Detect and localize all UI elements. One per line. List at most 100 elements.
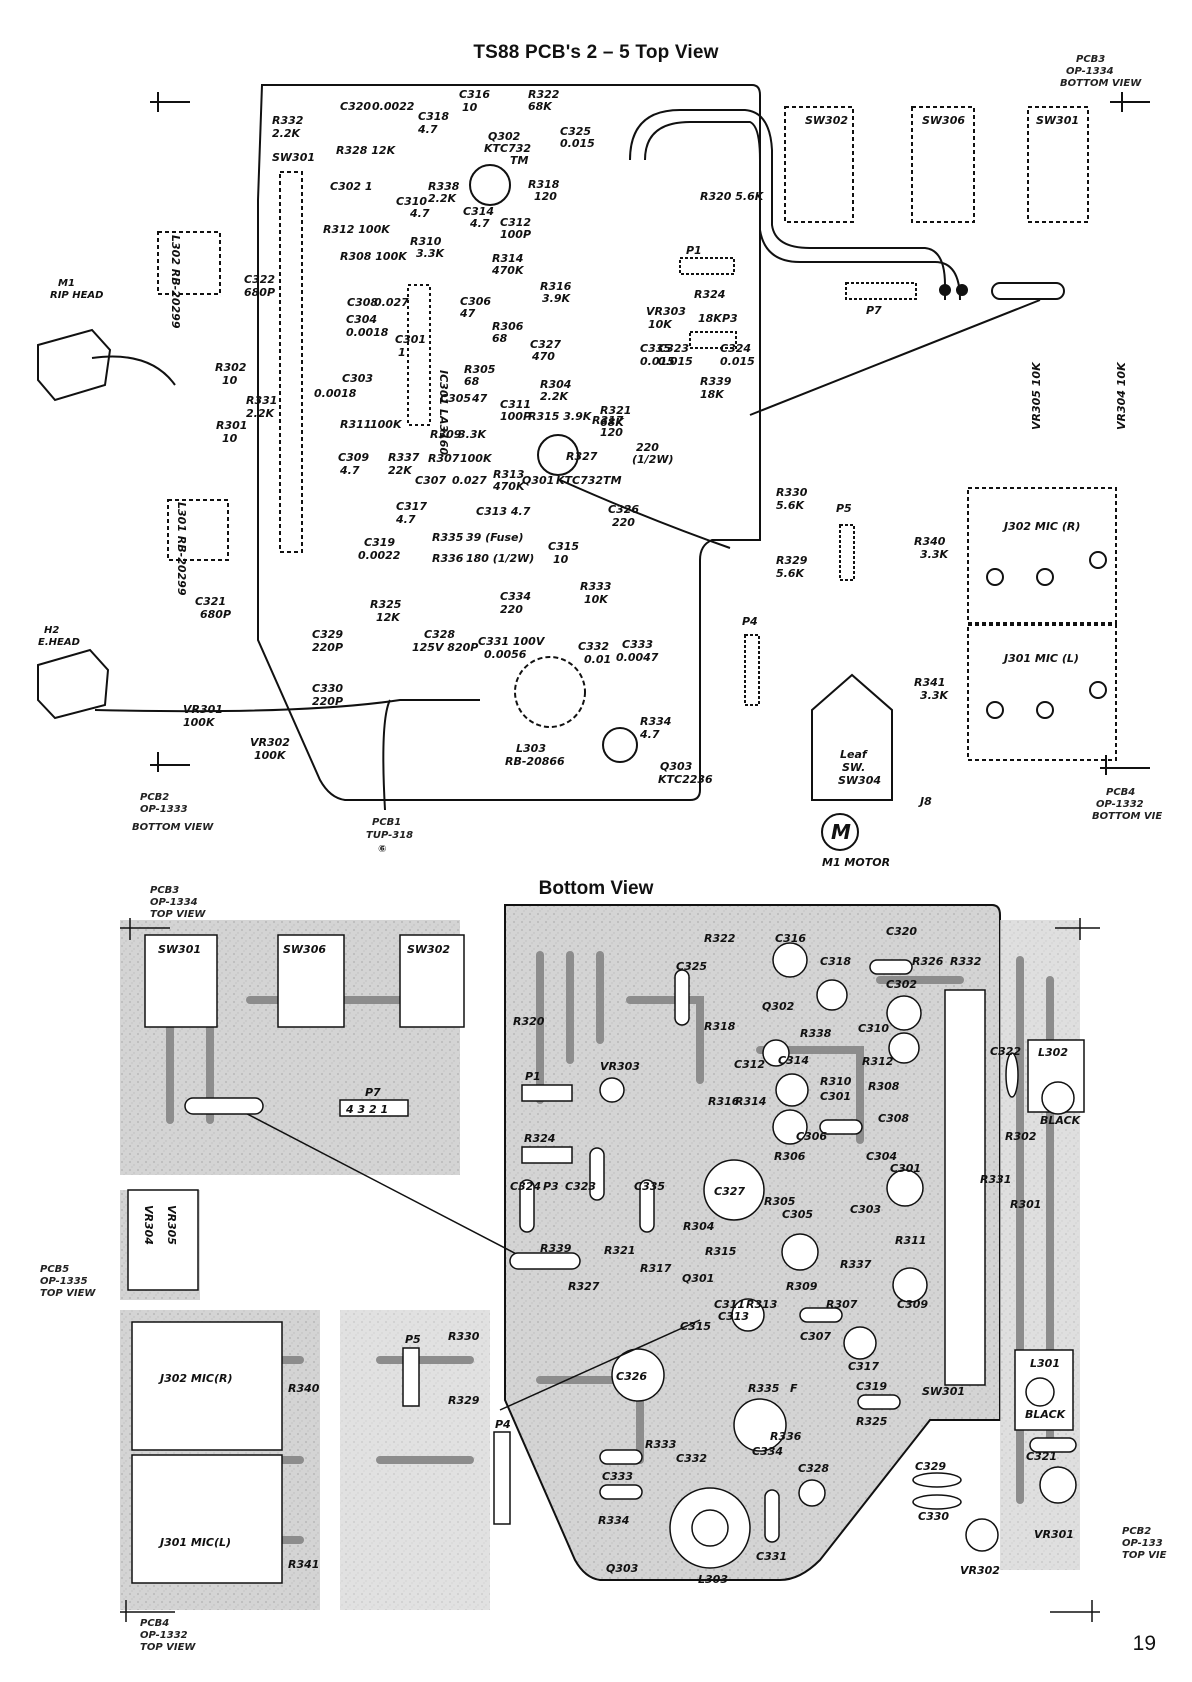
svg-text:220: 220	[612, 516, 635, 529]
switch-cable	[629, 109, 946, 300]
svg-text:P7: P7	[866, 304, 882, 317]
svg-text:M: M	[831, 820, 851, 844]
svg-text:OP-1335: OP-1335	[40, 1276, 88, 1287]
page-number: 19	[1132, 1632, 1156, 1655]
svg-text:47: 47	[471, 392, 488, 405]
svg-text:PCB5: PCB5	[40, 1264, 69, 1275]
svg-text:R338: R338	[800, 1027, 832, 1040]
svg-text:R340: R340	[914, 535, 946, 548]
svg-text:4.7: 4.7	[417, 123, 438, 136]
svg-text:R327: R327	[566, 450, 598, 463]
svg-text:470K: 470K	[491, 264, 525, 277]
c334-bottom	[733, 1398, 787, 1452]
svg-text:Q301: Q301	[682, 1272, 714, 1285]
top-pcb-labels: PCB3 OP-1334 BOTTOM VIEW PCB2 OP-1333 BO…	[38, 54, 1162, 855]
svg-text:C334: C334	[500, 590, 531, 603]
p4-bottom	[493, 1431, 511, 1525]
svg-text:R321: R321	[604, 1244, 635, 1257]
svg-text:18K: 18K	[698, 312, 723, 325]
svg-text:SW306: SW306	[283, 943, 326, 956]
svg-text:Q303: Q303	[606, 1562, 639, 1575]
svg-text:TOP VIEW: TOP VIEW	[140, 1642, 196, 1653]
svg-text:C317: C317	[396, 500, 427, 513]
svg-text:R317: R317	[640, 1262, 672, 1275]
svg-text:470: 470	[531, 350, 555, 363]
svg-text:R337: R337	[388, 451, 420, 464]
l301-box	[167, 499, 229, 561]
svg-text:R312 100K: R312 100K	[323, 223, 391, 236]
svg-text:470K: 470K	[492, 480, 526, 493]
svg-text:R328 12K: R328 12K	[336, 144, 397, 157]
svg-text:F: F	[790, 1382, 798, 1395]
svg-text:C326: C326	[608, 503, 639, 516]
p3-header	[689, 331, 737, 349]
svg-text:68K: 68K	[528, 100, 553, 113]
svg-text:P1: P1	[525, 1070, 541, 1083]
p7-bottom	[339, 1099, 409, 1117]
svg-text:R304: R304	[540, 378, 571, 391]
svg-text:KTC732TM: KTC732TM	[556, 474, 622, 487]
svg-text:220: 220	[636, 441, 659, 454]
svg-text:BOTTOM VIEW: BOTTOM VIEW	[132, 822, 214, 833]
svg-text:100P: 100P	[500, 410, 531, 423]
p4-header	[744, 634, 760, 706]
svg-text:P4: P4	[742, 615, 758, 628]
svg-text:C316: C316	[459, 88, 490, 101]
rip-head	[37, 328, 112, 402]
bottom-pcb-labels: PCB3 OP-1334 TOP VIEW PCB5 OP-1335 TOP V…	[40, 885, 1167, 1653]
svg-text:J8: J8	[918, 795, 932, 808]
svg-text:2.2K: 2.2K	[246, 407, 275, 420]
svg-text:OP-1333: OP-1333	[140, 804, 188, 815]
svg-text:OP-1334: OP-1334	[150, 897, 198, 908]
svg-text:VR303: VR303	[600, 1060, 640, 1073]
svg-text:R309: R309	[430, 428, 462, 441]
svg-text:C333: C333	[622, 638, 653, 651]
svg-text:120: 120	[600, 426, 623, 439]
c326-bottom	[611, 1348, 665, 1402]
svg-text:J301 MIC(L): J301 MIC(L)	[158, 1536, 231, 1549]
svg-text:R325: R325	[856, 1415, 888, 1428]
svg-text:C321: C321	[1026, 1450, 1057, 1463]
svg-text:C328: C328	[424, 628, 455, 641]
wire-to-pcb5	[749, 299, 1041, 416]
svg-text:C325: C325	[560, 125, 591, 138]
svg-text:(1/2W): (1/2W)	[632, 453, 674, 466]
svg-text:BOTTOM VIE: BOTTOM VIE	[1092, 811, 1162, 822]
svg-text:PCB4: PCB4	[140, 1618, 169, 1629]
svg-text:C320: C320	[340, 100, 371, 113]
svg-text:VR302: VR302	[960, 1564, 1000, 1577]
svg-text:R333: R333	[580, 580, 612, 593]
svg-text:R332: R332	[272, 114, 304, 127]
svg-text:C330: C330	[312, 682, 343, 695]
svg-text:C301: C301	[820, 1090, 851, 1103]
svg-text:C304: C304	[866, 1150, 897, 1163]
svg-text:R336: R336	[770, 1430, 802, 1443]
p1-bottom	[521, 1084, 573, 1102]
main-board-outline	[257, 84, 761, 801]
svg-text:E.HEAD: E.HEAD	[38, 637, 80, 648]
svg-text:R304: R304	[683, 1220, 714, 1233]
svg-text:VR305 10K: VR305 10K	[1030, 361, 1043, 430]
svg-text:100K: 100K	[183, 716, 216, 729]
svg-text:100K: 100K	[370, 418, 403, 431]
svg-text:IC301 LA3160: IC301 LA3160	[437, 370, 450, 455]
svg-text:BLACK: BLACK	[1025, 1408, 1067, 1421]
svg-text:P5: P5	[836, 502, 852, 515]
svg-text:C310: C310	[858, 1022, 889, 1035]
svg-text:TOP VIE: TOP VIE	[1122, 1550, 1167, 1561]
j302-bottom	[131, 1321, 283, 1451]
svg-text:C302: C302	[886, 978, 917, 991]
svg-text:R316: R316	[708, 1095, 740, 1108]
svg-text:3.3K: 3.3K	[416, 247, 445, 260]
svg-text:R308 100K: R308 100K	[340, 250, 408, 263]
svg-text:68K: 68K	[600, 416, 625, 429]
svg-text:C322: C322	[990, 1045, 1021, 1058]
svg-text:P7: P7	[365, 1086, 381, 1099]
svg-text:4 3 2 1: 4 3 2 1	[345, 1103, 388, 1116]
svg-text:R321: R321	[600, 404, 631, 417]
svg-text:R339: R339	[700, 375, 732, 388]
svg-text:68: 68	[492, 332, 508, 345]
svg-text:C313: C313	[718, 1310, 749, 1323]
svg-text:C325: C325	[676, 960, 707, 973]
